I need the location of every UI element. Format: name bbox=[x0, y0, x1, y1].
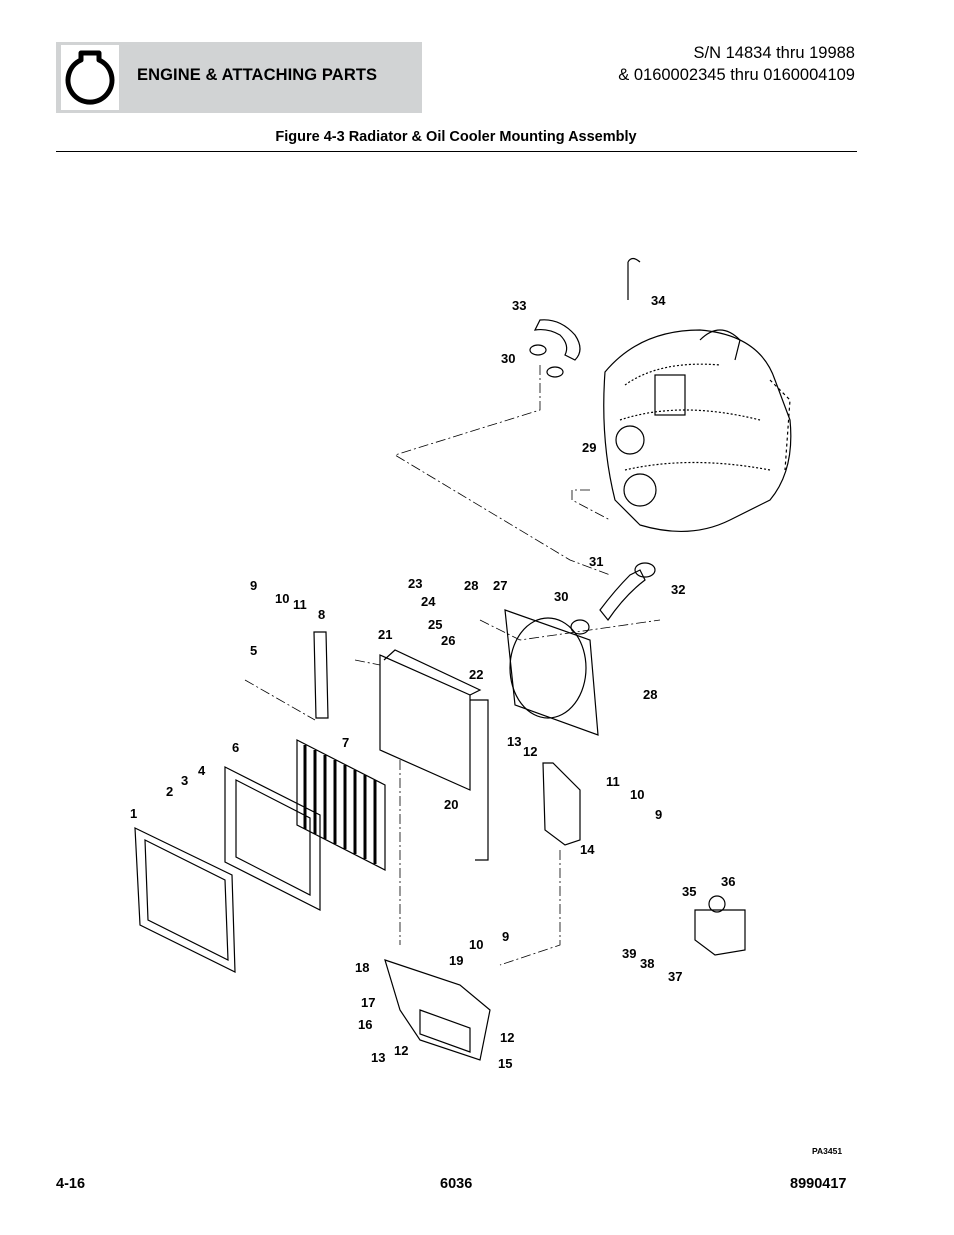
callout-9-c: 9 bbox=[502, 929, 509, 944]
callout-33: 33 bbox=[512, 298, 526, 313]
callout-24: 24 bbox=[421, 594, 436, 609]
callout-17: 17 bbox=[361, 995, 375, 1010]
callout-13-a: 13 bbox=[507, 734, 521, 749]
serial-line-2: & 0160002345 thru 0160004109 bbox=[618, 66, 855, 84]
page-number: 4-16 bbox=[56, 1176, 86, 1192]
callout-36: 36 bbox=[721, 874, 735, 889]
callout-20: 20 bbox=[444, 797, 458, 812]
callout-10-a: 10 bbox=[275, 591, 289, 606]
callout-38: 38 bbox=[640, 956, 654, 971]
callout-4: 4 bbox=[198, 763, 206, 778]
callout-25: 25 bbox=[428, 617, 442, 632]
callout-9-a: 9 bbox=[250, 578, 257, 593]
callout-11-b: 11 bbox=[606, 774, 620, 789]
callout-8: 8 bbox=[318, 607, 325, 622]
model-number: 6036 bbox=[440, 1176, 473, 1192]
callout-26: 26 bbox=[441, 633, 455, 648]
callout-5: 5 bbox=[250, 643, 257, 658]
callout-39: 39 bbox=[622, 946, 636, 961]
callout-12-b: 12 bbox=[500, 1030, 514, 1045]
callout-16: 16 bbox=[358, 1017, 372, 1032]
figure-title: Figure 4-3 Radiator & Oil Cooler Mountin… bbox=[275, 129, 637, 145]
callout-13-b: 13 bbox=[371, 1050, 385, 1065]
oil-cooler-core bbox=[296, 739, 386, 871]
callout-35: 35 bbox=[682, 884, 696, 899]
callout-7: 7 bbox=[342, 735, 349, 750]
callout-10-b: 10 bbox=[630, 787, 644, 802]
callout-11-a: 11 bbox=[293, 597, 307, 612]
callout-22: 22 bbox=[469, 667, 483, 682]
callout-12-a: 12 bbox=[523, 744, 537, 759]
callout-34: 34 bbox=[651, 293, 666, 308]
figure-reference: PA3451 bbox=[812, 1146, 843, 1156]
callout-21: 21 bbox=[378, 627, 392, 642]
callout-27: 27 bbox=[493, 578, 507, 593]
callout-2: 2 bbox=[166, 784, 173, 799]
section-title: ENGINE & ATTACHING PARTS bbox=[137, 66, 378, 84]
callout-31: 31 bbox=[589, 554, 603, 569]
engine-assembly bbox=[603, 329, 792, 532]
callout-37: 37 bbox=[668, 969, 682, 984]
callout-6: 6 bbox=[232, 740, 239, 755]
engine-icon bbox=[61, 45, 119, 110]
callout-12-c: 12 bbox=[394, 1043, 408, 1058]
callout-30-a: 30 bbox=[501, 351, 515, 366]
callout-28-b: 28 bbox=[643, 687, 657, 702]
callout-14: 14 bbox=[580, 842, 595, 857]
callout-19: 19 bbox=[449, 953, 463, 968]
callout-10-c: 10 bbox=[469, 937, 483, 952]
callout-9-b: 9 bbox=[655, 807, 662, 822]
callout-1: 1 bbox=[130, 806, 137, 821]
header-divider bbox=[56, 151, 857, 152]
callout-18: 18 bbox=[355, 960, 369, 975]
callout-30-b: 30 bbox=[554, 589, 568, 604]
callout-3: 3 bbox=[181, 773, 188, 788]
callout-15: 15 bbox=[498, 1056, 512, 1071]
callout-32: 32 bbox=[671, 582, 685, 597]
callout-28-a: 28 bbox=[464, 578, 478, 593]
callout-23: 23 bbox=[408, 576, 422, 591]
serial-range: S/N 14834 thru 19988 & 0160002345 thru 0… bbox=[618, 42, 855, 86]
serial-line-1: S/N 14834 thru 19988 bbox=[693, 44, 855, 62]
callout-29: 29 bbox=[582, 440, 596, 455]
part-number: 8990417 bbox=[790, 1176, 847, 1192]
